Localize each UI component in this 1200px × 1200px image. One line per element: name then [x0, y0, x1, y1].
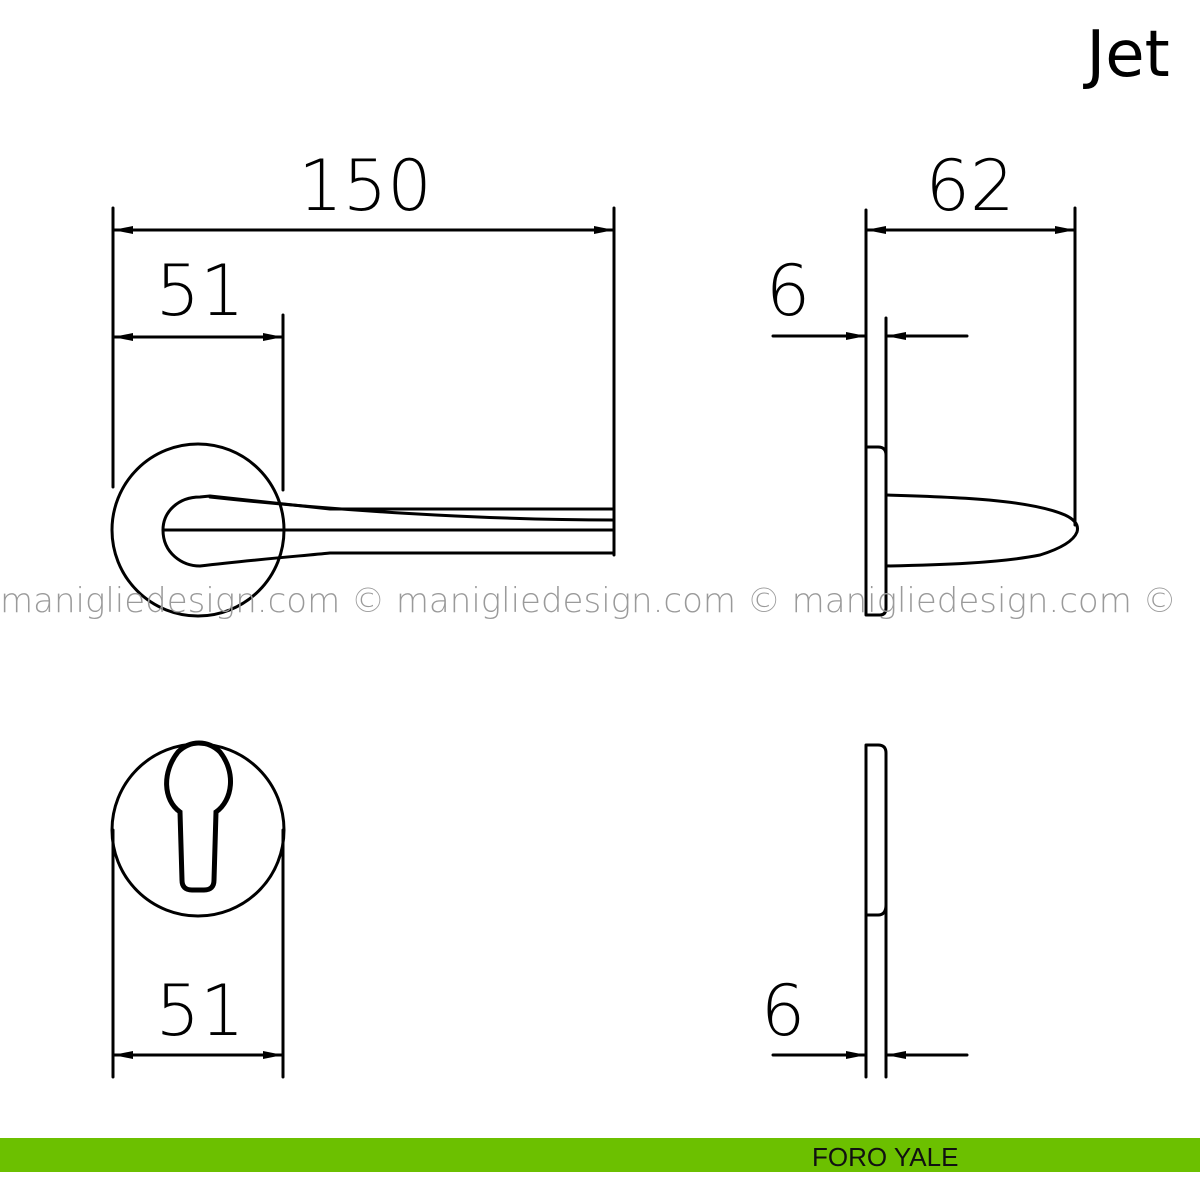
footer-label: FORO YALE — [812, 1142, 959, 1172]
dimension-51-top: 51 — [111, 250, 285, 492]
side-view-lever: 62 6 — [766, 145, 1079, 617]
dimension-150: 150 — [111, 145, 616, 557]
lever-top-edge — [208, 495, 616, 522]
footer-bar: FORO YALE — [0, 1138, 1200, 1172]
plate-outline — [864, 208, 888, 617]
watermark: maniglie­design.com © maniglie­design.co… — [0, 581, 1177, 621]
keyhole-escutcheon: 51 — [110, 740, 286, 1079]
dim-label-51-bottom: 51 — [155, 970, 244, 1052]
front-view-lever — [110, 442, 616, 618]
lever-side-outline — [884, 493, 1079, 568]
product-title: Jet — [1082, 18, 1169, 92]
plate-step — [864, 445, 888, 457]
dim-label-6-top: 6 — [766, 250, 811, 332]
dim-label-62: 62 — [925, 145, 1014, 227]
escutcheon-side-view: 6 — [761, 743, 969, 1079]
dim-label-51-top: 51 — [155, 250, 244, 332]
dim-label-6-bottom: 6 — [761, 970, 806, 1052]
dim-label-150: 150 — [298, 145, 432, 227]
keyhole-icon — [164, 740, 234, 893]
